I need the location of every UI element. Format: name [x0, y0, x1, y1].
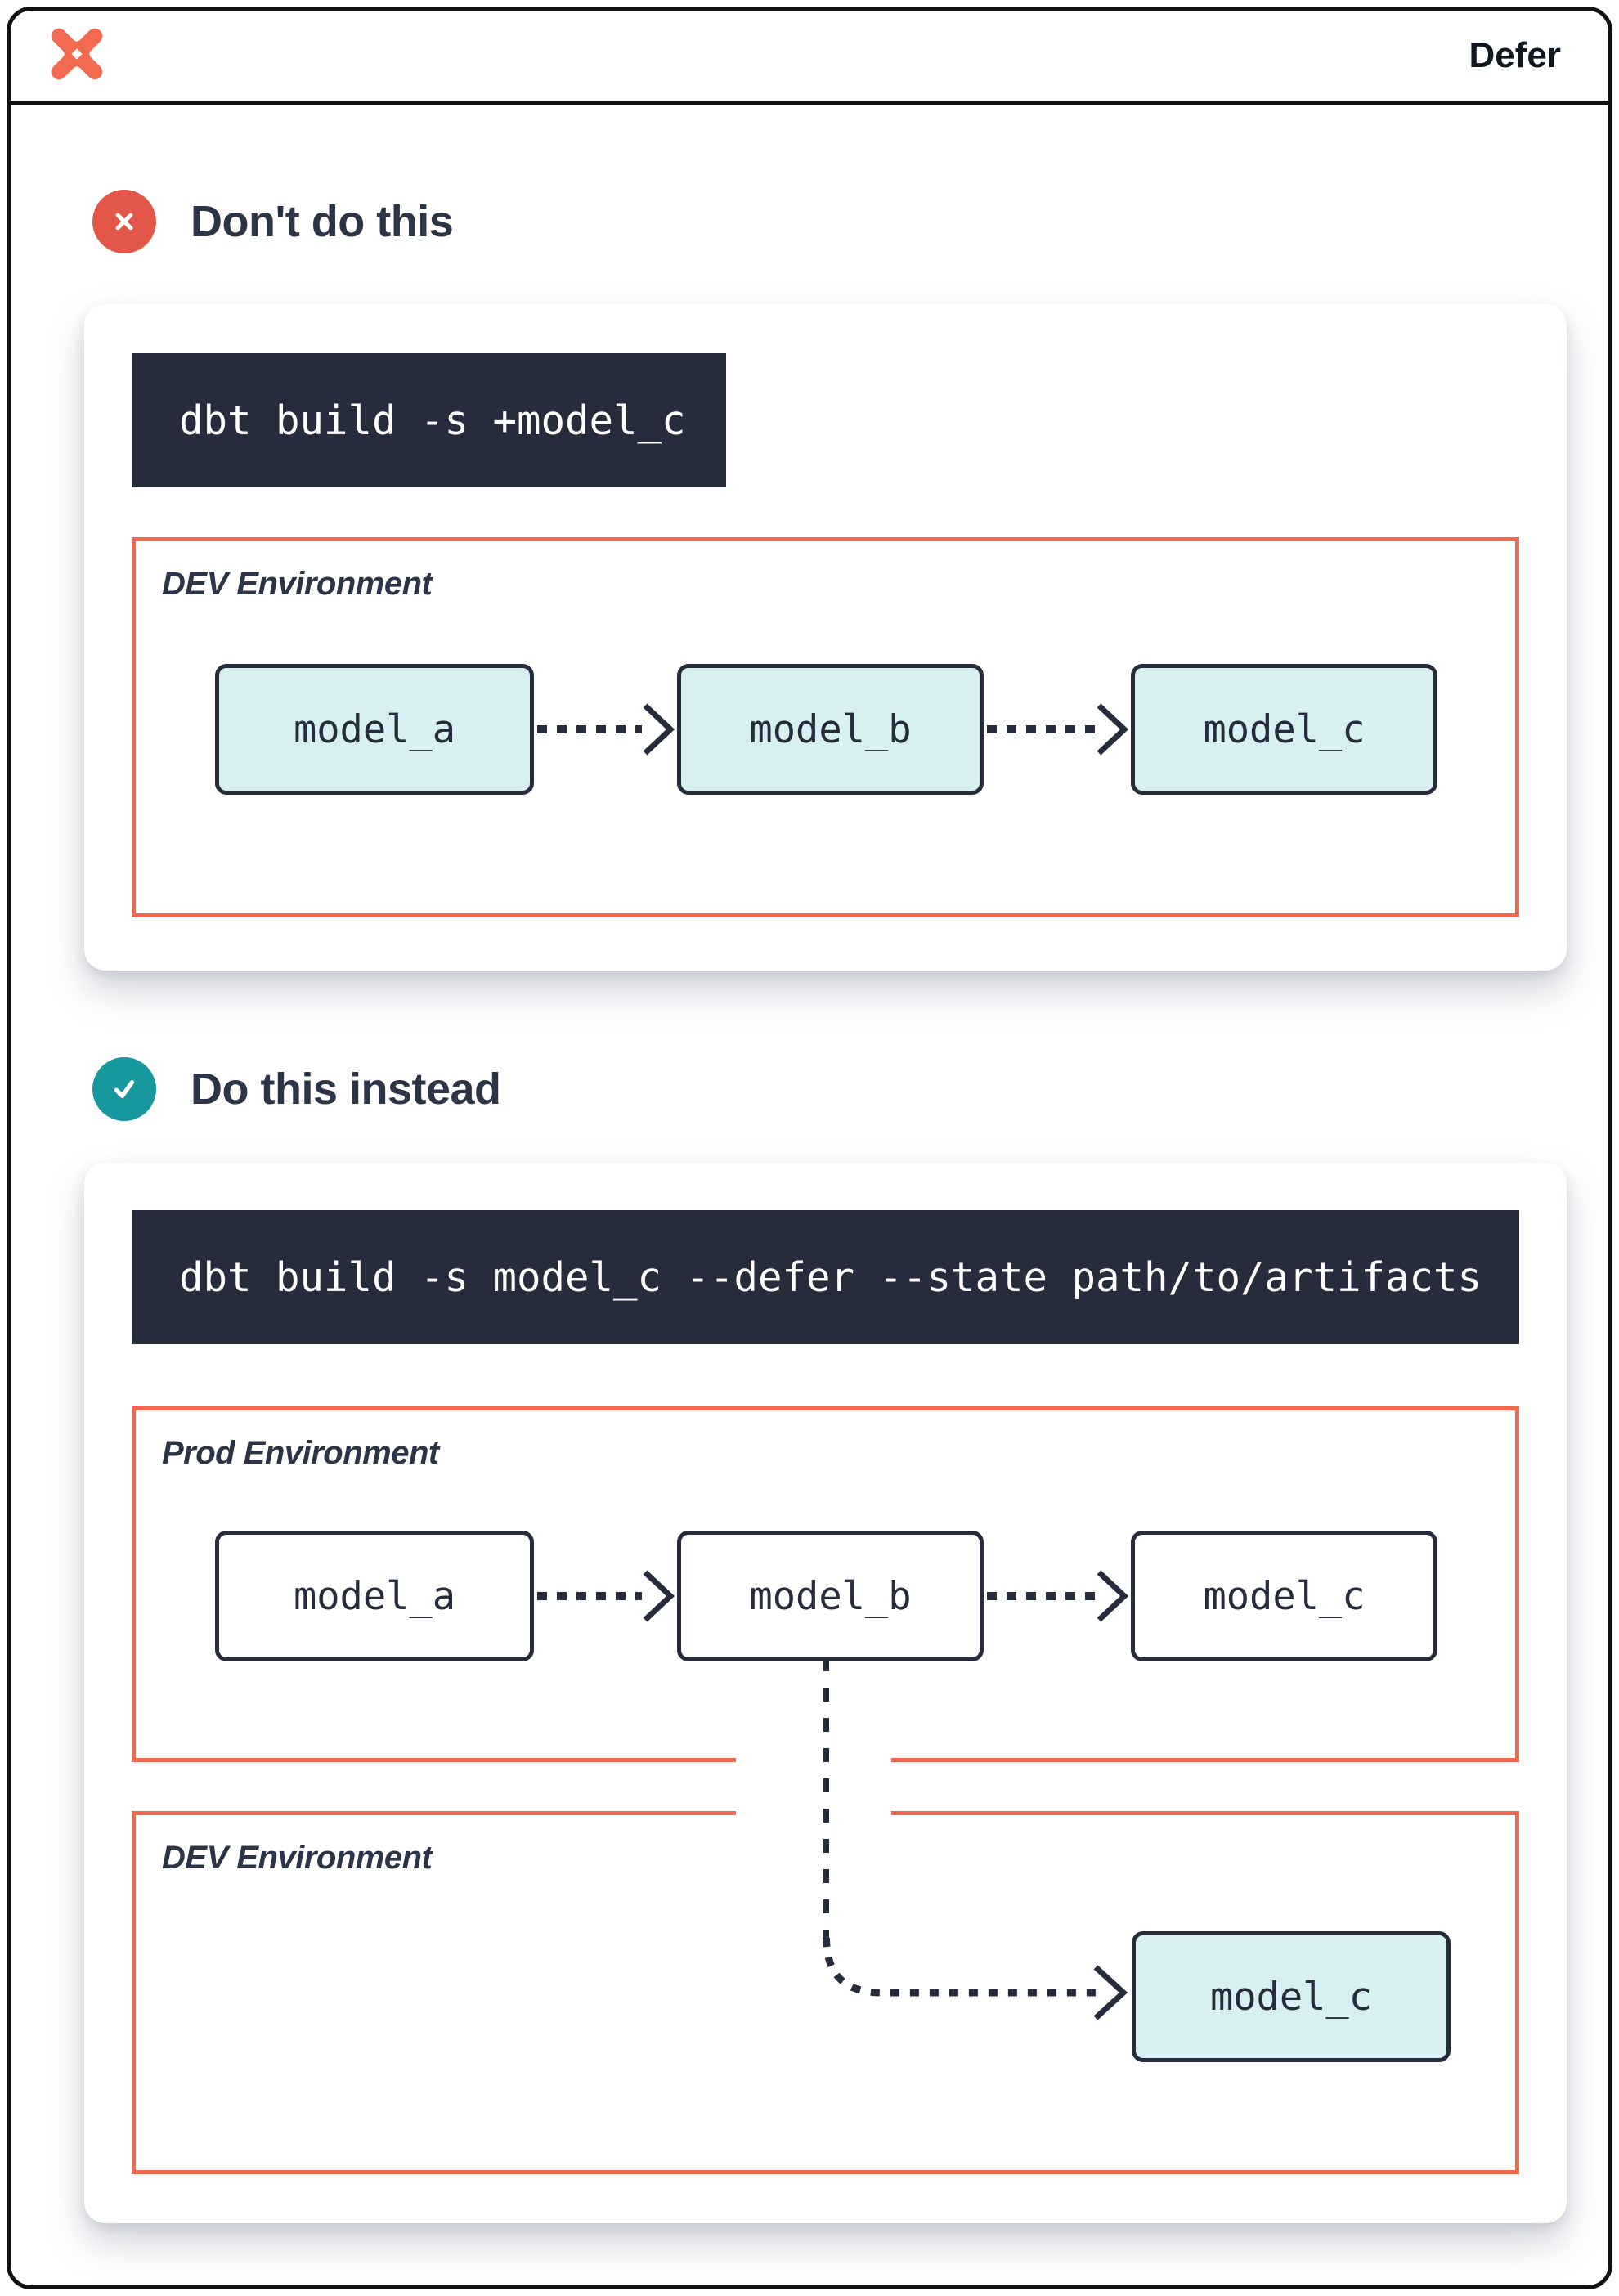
environment-label: Prod Environment: [162, 1435, 439, 1471]
environment-box-prod: Prod Environment model_a model_b model_c: [132, 1406, 1519, 1762]
dependency-arrow-icon: [984, 701, 1131, 762]
model-node-a: model_a: [215, 1531, 534, 1661]
dont-section-heading: Don't do this: [92, 190, 1608, 253]
model-node-a: model_a: [215, 664, 534, 795]
dependency-arrow-icon: [984, 1567, 1131, 1629]
dependency-arrow-icon: [534, 701, 677, 762]
do-heading-text: Do this instead: [191, 1065, 501, 1114]
environment-box-dev-1: DEV Environment model_a model_b model_c: [132, 537, 1519, 917]
check-circle-icon: [92, 1057, 156, 1121]
border-gap: [736, 1752, 891, 1767]
border-gap: [736, 1807, 891, 1822]
environment-label: DEV Environment: [162, 566, 433, 602]
dependency-arrow-icon: [534, 1567, 677, 1629]
dbt-logo-icon: [47, 20, 106, 92]
title-bar: Defer: [11, 11, 1608, 105]
environment-box-dev-2: DEV Environment model_c: [132, 1811, 1519, 2174]
command-do: dbt build -s model_c --defer --state pat…: [132, 1210, 1519, 1344]
do-card: dbt build -s model_c --defer --state pat…: [84, 1163, 1567, 2223]
do-section-heading: Do this instead: [92, 1057, 1608, 1121]
model-node-c: model_c: [1131, 1531, 1437, 1661]
app-window: Defer Don't do this dbt build -s +model_…: [7, 7, 1612, 2289]
page-title: Defer: [1469, 35, 1562, 75]
model-node-c-deferred: model_c: [1132, 1931, 1451, 2062]
command-dont: dbt build -s +model_c: [132, 353, 726, 487]
model-node-b: model_b: [677, 664, 984, 795]
model-node-c: model_c: [1131, 664, 1437, 795]
x-circle-icon: [92, 190, 156, 253]
environment-label: DEV Environment: [162, 1840, 433, 1876]
dont-card: dbt build -s +model_c DEV Environment mo…: [84, 304, 1567, 971]
dont-heading-text: Don't do this: [191, 197, 454, 246]
model-node-b: model_b: [677, 1531, 984, 1661]
